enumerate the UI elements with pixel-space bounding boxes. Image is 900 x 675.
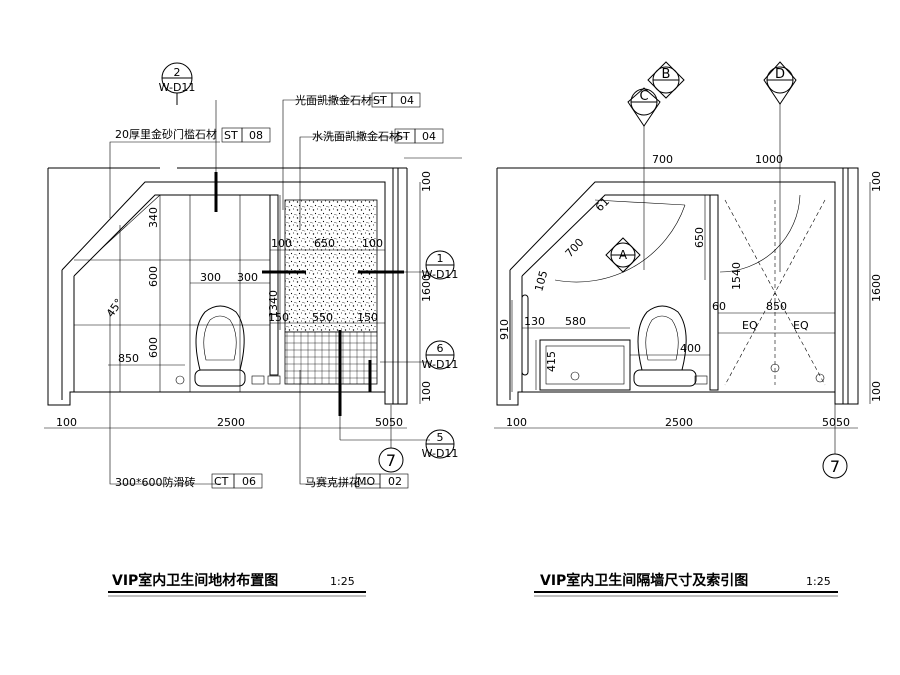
dim-r-bottom-2500: 2500	[665, 416, 693, 429]
dim-r-eq-2: EQ	[793, 319, 809, 332]
right-plan-scale: 1:25	[806, 575, 831, 588]
dim-45-degree: 45°	[104, 296, 126, 319]
section-marker-6[interactable]	[425, 340, 455, 370]
dim-r-bottom-100: 100	[506, 416, 527, 429]
index-marker-b[interactable]	[647, 61, 685, 99]
label-tile-no: 06	[242, 475, 256, 488]
section-marker-6-number: 6	[437, 342, 444, 355]
dim-r-105: 105	[532, 269, 550, 293]
section-marker-2-ref: W-D11	[159, 81, 196, 94]
section-marker-5-ref: W-D11	[422, 447, 459, 460]
label-door-marble-no: 08	[249, 129, 263, 142]
index-marker-c[interactable]	[627, 87, 661, 270]
axis-marker-left	[378, 405, 404, 473]
dim-r-1600: 1600	[870, 274, 883, 302]
section-marker-1-number: 1	[437, 252, 444, 265]
dim-r-415: 415	[545, 351, 558, 372]
index-marker-d[interactable]	[763, 61, 797, 272]
label-polished-marble-code: ST	[373, 94, 387, 107]
dim-r-130: 130	[524, 315, 545, 328]
label-polished-marble-no: 04	[400, 94, 414, 107]
left-floor-plan: 2 W-D11 1 W-D11 6 W-D11 5 W-D11 7 20厚里金砂…	[44, 62, 462, 597]
axis-marker-left-label: 7	[386, 451, 396, 470]
label-door-marble-code: ST	[224, 129, 238, 142]
axis-marker-right	[822, 404, 848, 479]
label-mosaic-code: MO	[357, 475, 375, 488]
label-mosaic-no: 02	[388, 475, 402, 488]
section-marker-1-ref: W-D11	[422, 268, 459, 281]
index-marker-d-label: D	[775, 67, 785, 82]
dim-r-bottom-50-b: 50	[836, 416, 850, 429]
axis-marker-right-label: 7	[830, 457, 840, 476]
dim-bottom-50-b: 50	[389, 416, 403, 429]
dim-1600: 1600	[420, 274, 433, 302]
dim-r-850: 850	[766, 300, 787, 313]
label-tile: 300*600防滑砖	[115, 475, 196, 489]
dim-r-700-top: 700	[652, 153, 673, 166]
dim-550: 550	[312, 311, 333, 324]
dim-r-700-diag: 700	[563, 236, 587, 260]
label-mosaic: 马赛克拼花	[305, 475, 360, 489]
dim-100-bottom: 100	[420, 381, 433, 402]
dim-r-400: 400	[680, 342, 701, 355]
dim-r-1540: 1540	[730, 262, 743, 290]
toilet-icon	[194, 305, 246, 387]
right-floor-plan: B C D A 7	[494, 61, 883, 597]
dim-340: 340	[147, 207, 160, 228]
dim-r-bottom-50-a: 50	[822, 416, 836, 429]
label-washed-marble: 水洗面凯撒金石材	[312, 129, 400, 143]
dim-r-100-bottom: 100	[870, 381, 883, 402]
dim-850: 850	[118, 352, 139, 365]
dim-100-top: 100	[420, 171, 433, 192]
dim-r-60: 60	[712, 300, 726, 313]
section-marker-2-number: 2	[174, 66, 181, 79]
dim-r-1000: 1000	[755, 153, 783, 166]
index-marker-c-label: C	[639, 89, 648, 104]
section-marker-2[interactable]	[161, 62, 193, 105]
section-marker-5[interactable]	[425, 429, 455, 459]
dim-r-580: 580	[565, 315, 586, 328]
dim-r-eq-1: EQ	[742, 319, 758, 332]
dim-150-b: 150	[357, 311, 378, 324]
dim-100-left: 100	[271, 237, 292, 250]
dim-600-a: 600	[147, 266, 160, 287]
toilet-icon-right	[633, 305, 697, 387]
label-washed-marble-no: 04	[422, 130, 436, 143]
label-door-marble: 20厚里金砂门槛石材	[115, 127, 217, 141]
index-marker-a-label: A	[619, 248, 628, 262]
dim-650: 650	[314, 237, 335, 250]
label-washed-marble-code: ST	[396, 130, 410, 143]
dim-r-650: 650	[693, 227, 706, 248]
dim-1340: 1340	[267, 290, 280, 318]
label-tile-code: CT	[214, 475, 229, 488]
dim-100-right: 100	[362, 237, 383, 250]
dim-r-61: 61	[593, 195, 612, 214]
section-marker-5-number: 5	[437, 431, 444, 444]
index-marker-b-label: B	[662, 67, 671, 82]
dim-r-100-top: 100	[870, 171, 883, 192]
dim-600-b: 600	[147, 337, 160, 358]
dim-150-a: 150	[268, 311, 289, 324]
dim-r-910: 910	[498, 319, 511, 340]
left-plan-title: VIP室内卫生间地材布置图	[112, 572, 278, 589]
label-polished-marble: 光面凯撒金石材	[295, 93, 372, 107]
section-marker-1[interactable]	[425, 250, 455, 280]
section-marker-6-ref: W-D11	[422, 358, 459, 371]
dim-300-a: 300	[200, 271, 221, 284]
right-plan-title: VIP室内卫生间隔墙尺寸及索引图	[540, 572, 748, 589]
dim-300-b: 300	[237, 271, 258, 284]
dim-bottom-50-a: 50	[375, 416, 389, 429]
index-marker-a[interactable]	[605, 237, 641, 273]
left-plan-scale: 1:25	[330, 575, 355, 588]
dim-bottom-2500: 2500	[217, 416, 245, 429]
dim-bottom-100: 100	[56, 416, 77, 429]
